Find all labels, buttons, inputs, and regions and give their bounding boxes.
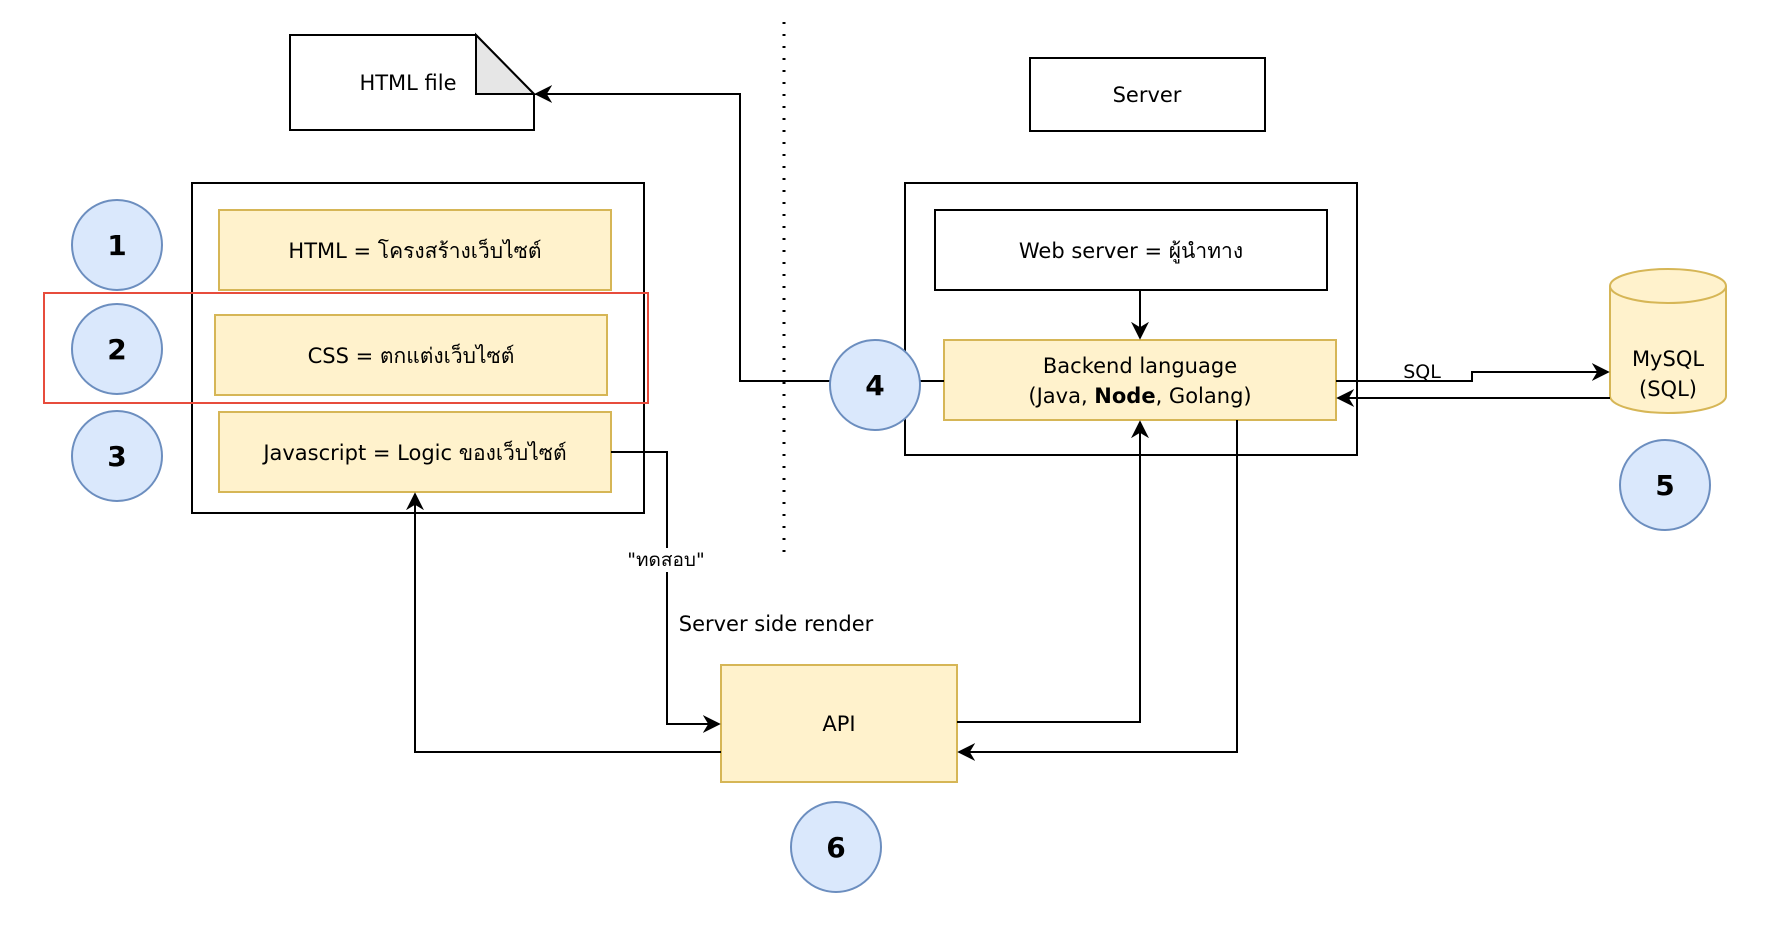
api-label: API — [822, 712, 855, 736]
css-box: CSS = ตกแต่งเว็บไซต์ — [214, 314, 608, 396]
marker-3: 3 — [71, 410, 163, 502]
svg-text:4: 4 — [865, 369, 884, 402]
svg-text:1: 1 — [107, 229, 126, 262]
arrow-backend-to-api — [957, 420, 1238, 761]
marker-4: 4 — [829, 339, 921, 431]
css-highlight-frame — [43, 292, 649, 404]
server-title-box: Server — [1029, 57, 1266, 132]
ssr-label: Server side render — [679, 612, 874, 636]
html-box: HTML = โครงสร้างเว็บไซต์ — [218, 209, 612, 291]
css-box-label: CSS = ตกแต่งเว็บไซต์ — [308, 342, 515, 368]
mysql-database: MySQL (SQL) — [1609, 268, 1727, 414]
svg-text:5: 5 — [1655, 469, 1674, 502]
html-file-label: HTML file — [359, 71, 456, 95]
html-box-label: HTML = โครงสร้างเว็บไซต์ — [288, 237, 541, 263]
svg-text:3: 3 — [107, 440, 126, 473]
sql-edge-label: SQL — [1403, 361, 1441, 383]
svg-text:6: 6 — [826, 831, 845, 864]
marker-2: 2 — [71, 303, 163, 395]
arrow-api-to-backend — [957, 420, 1149, 723]
api-box: API — [720, 664, 958, 783]
marker-6: 6 — [790, 801, 882, 893]
marker-5: 5 — [1619, 439, 1711, 531]
mysql-line2: (SQL) — [1639, 377, 1697, 401]
backend-language-box: Backend language (Java, Node, Golang) — [943, 339, 1337, 421]
arrow-api-to-javascript — [406, 492, 721, 753]
marker-1: 1 — [71, 199, 163, 291]
backend-line1: Backend language — [1043, 354, 1237, 378]
test-label-bg — [610, 548, 722, 572]
arrow-server-to-html-file — [534, 85, 834, 382]
test-edge-label: "ทดสอบ" — [627, 549, 704, 571]
sql-label-bg — [1400, 360, 1446, 380]
html-file-document: HTML file — [289, 32, 537, 131]
server-title-label: Server — [1113, 83, 1182, 107]
backend-line2: (Java, Node, Golang) — [1028, 384, 1251, 408]
mysql-line1: MySQL — [1632, 347, 1704, 371]
web-server-box: Web server = ผู้นำทาง — [934, 209, 1328, 291]
arrow-javascript-to-api — [611, 451, 721, 733]
javascript-box: Javascript = Logic ของเว็บไซต์ — [218, 411, 612, 493]
web-server-label: Web server = ผู้นำทาง — [1019, 239, 1243, 264]
svg-text:2: 2 — [107, 333, 126, 366]
javascript-box-label: Javascript = Logic ของเว็บไซต์ — [261, 439, 566, 465]
arrow-backend-to-mysql — [1336, 363, 1610, 382]
